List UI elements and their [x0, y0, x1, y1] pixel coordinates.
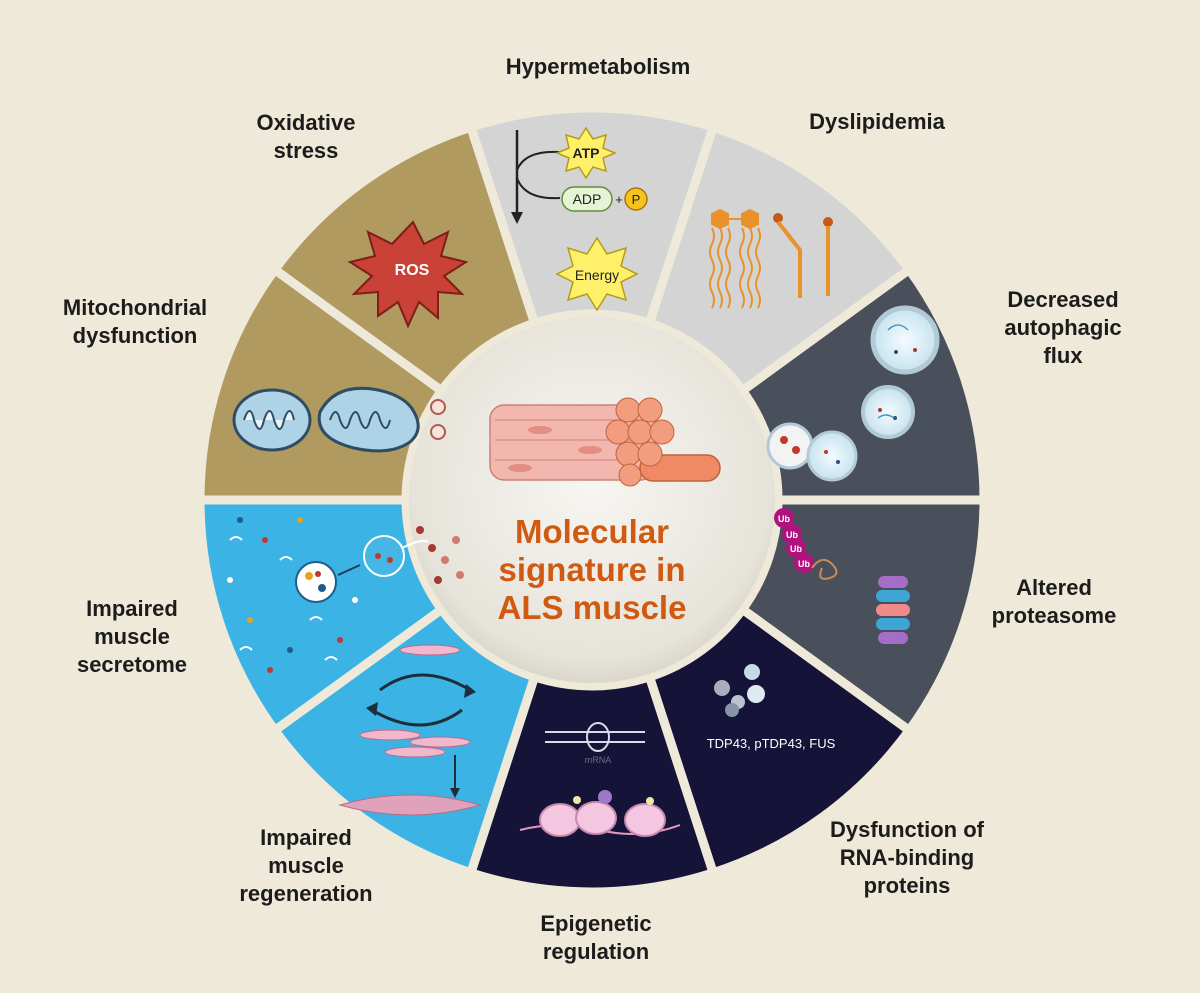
label-dyslipidemia: Dyslipidemia — [809, 109, 945, 134]
ub-label: Ub — [786, 530, 798, 540]
label-epigenetic: Epigenetic regulation — [540, 911, 652, 964]
phosphate-label: P — [632, 192, 641, 207]
label-secretome: Impaired muscle secretome — [76, 596, 188, 677]
plus-label: + — [615, 192, 623, 207]
ub-label: Ub — [798, 559, 810, 569]
rbp-names-label: TDP43, pTDP43, FUS — [707, 736, 836, 751]
regeneration-cycle-icon — [338, 644, 482, 816]
center-disc — [403, 311, 781, 689]
lipid-icon — [709, 208, 833, 309]
label-autophagic-flux: Decreased autophagic flux — [1004, 287, 1122, 368]
label-regeneration: Impaired muscle regeneration — [239, 825, 373, 906]
label-altered-proteasome: Altered proteasome — [991, 575, 1117, 628]
center-title: Molecular signature in ALS muscle — [497, 513, 687, 626]
ub-label: Ub — [778, 514, 790, 524]
atp-burst-icon — [555, 126, 617, 180]
label-rna-binding: Dysfunction of RNA-binding proteins — [830, 817, 984, 898]
ubiquitin-chain-icon: Ub Ub Ub Ub — [774, 508, 838, 580]
label-oxidative-stress: Oxidative stress — [256, 110, 356, 163]
muscle-bundle-icon — [489, 397, 721, 487]
proteasome-icon — [876, 576, 910, 644]
energy-label: Energy — [575, 267, 619, 283]
label-mitochondrial: Mitochondrial dysfunction — [62, 295, 208, 348]
adp-label: ADP — [573, 191, 602, 207]
energy-burst-icon — [555, 236, 639, 312]
atp-label: ATP — [573, 145, 600, 161]
ub-label: Ub — [790, 544, 802, 554]
atp-cycle-icon: ATP ADP + P Energy — [511, 126, 648, 312]
mitochondria-icon — [232, 386, 446, 453]
ros-burst-icon: ROS — [347, 220, 469, 329]
rbp-aggregate-icon: TDP43, pTDP43, FUS — [707, 664, 836, 751]
secretome-icon — [227, 517, 464, 673]
chromatin-icon: mRNA — [519, 722, 681, 837]
ros-label: ROS — [395, 262, 430, 279]
mrna-label: mRNA — [585, 755, 612, 765]
label-hypermetabolism: Hypermetabolism — [505, 54, 691, 79]
autophagosome-icon — [766, 305, 940, 482]
